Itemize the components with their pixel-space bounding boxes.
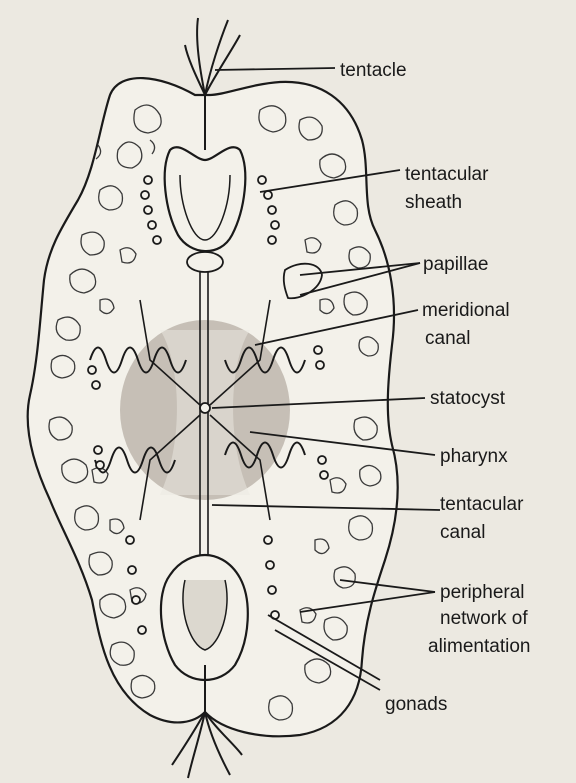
label-meridional-canal-2: canal [425,328,470,349]
statocyst [200,403,210,413]
label-tentacular-canal-2: canal [440,522,485,543]
label-tentacular-canal-1: tentacular [440,494,524,515]
label-gonads: gonads [385,694,447,715]
upper-tentacle-bulb [187,252,223,272]
label-statocyst: statocyst [430,388,506,409]
label-pharynx: pharynx [440,446,508,467]
label-tentacle: tentacle [340,60,407,81]
label-meridional-canal-1: meridional [422,300,510,321]
label-peripheral-2: network of [440,608,528,629]
label-papillae: papillae [423,254,489,275]
label-peripheral-1: peripheral [440,582,525,603]
label-tentacular-sheath-1: tentacular [405,164,489,185]
label-tentacular-sheath-2: sheath [405,192,462,213]
leader-tentacle [215,68,335,70]
label-peripheral-3: alimentation [428,636,530,657]
